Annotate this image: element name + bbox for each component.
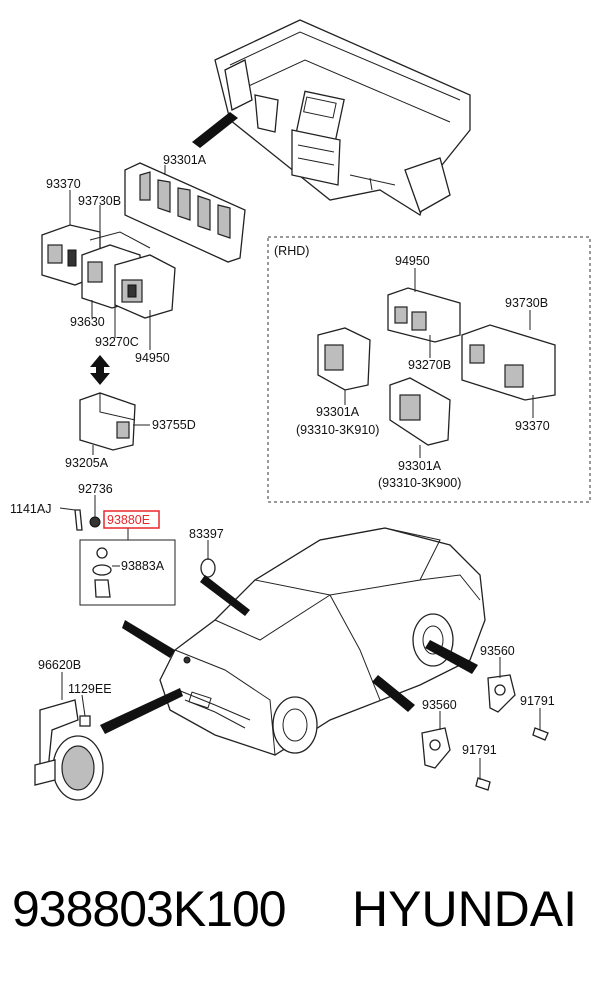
footer-part-number: 938803K100 <box>12 881 287 937</box>
label-93880e: 93880E <box>107 513 150 527</box>
label-93370-top: 93370 <box>46 177 81 191</box>
label-rhd: (RHD) <box>274 244 309 258</box>
label-91791-a: 91791 <box>520 694 555 708</box>
grommet-83397 <box>200 558 216 578</box>
label-94950-rhd: 94950 <box>395 254 430 268</box>
label-93205a: 93205A <box>65 456 109 470</box>
rhd-box <box>267 236 591 503</box>
label-93630: 93630 <box>70 315 105 329</box>
switch-assembly-left <box>41 224 176 319</box>
door-sensor-a <box>487 674 549 741</box>
connector-group <box>74 509 176 606</box>
label-1129ee: 1129EE <box>68 682 112 696</box>
door-sensor-b <box>421 727 491 791</box>
pointer-arrows <box>100 575 478 734</box>
footer-brand: HYUNDAI <box>352 881 578 937</box>
label-93301a-rhd2-sub: (93310-3K900) <box>378 476 461 490</box>
footer: 938803K100 HYUNDAI <box>0 880 600 950</box>
label-92736: 92736 <box>78 482 113 496</box>
label-1141aj: 1141AJ <box>10 502 51 516</box>
label-93560-a: 93560 <box>480 644 515 658</box>
horn-96620b <box>34 699 104 801</box>
label-93301a-top: 93301A <box>163 153 207 167</box>
label-91791-b: 91791 <box>462 743 497 757</box>
label-93883a: 93883A <box>121 559 165 573</box>
double-arrow <box>90 355 110 385</box>
label-94950-left: 94950 <box>135 351 170 365</box>
leader-lines <box>59 165 541 780</box>
label-93270b: 93270B <box>408 358 451 372</box>
switch-panel-93301a <box>124 162 246 263</box>
label-96620b: 96620B <box>38 658 81 672</box>
switch-93205a <box>79 392 136 451</box>
label-93730b-top: 93730B <box>78 194 121 208</box>
label-93301a-rhd2: 93301A <box>398 459 442 473</box>
label-93370-rhd: 93370 <box>515 419 550 433</box>
label-93560-b: 93560 <box>422 698 457 712</box>
car-illustration <box>159 527 486 756</box>
highlight-box-93880e <box>103 510 160 529</box>
label-93270c: 93270C <box>95 335 139 349</box>
label-93755d: 93755D <box>152 418 196 432</box>
label-93730b-rhd: 93730B <box>505 296 548 310</box>
dashboard-illustration <box>192 19 471 217</box>
label-93301a-rhd1-sub: (93310-3K910) <box>296 423 379 437</box>
label-93301a-rhd1: 93301A <box>316 405 360 419</box>
label-83397: 83397 <box>189 527 224 541</box>
